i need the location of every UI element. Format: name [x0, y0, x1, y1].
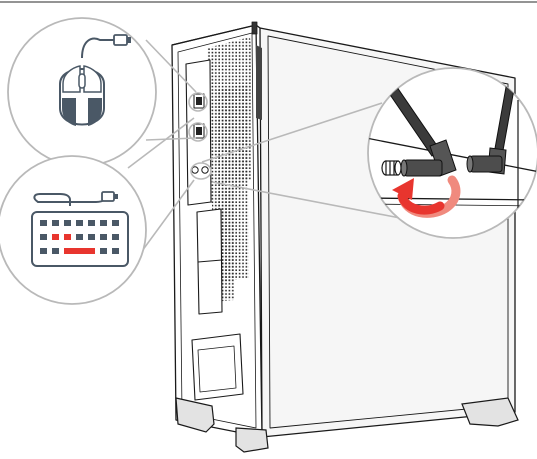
keyboard-callout: [0, 156, 146, 304]
antenna-connector-zoom: [382, 161, 401, 175]
antenna-connector-right: [202, 167, 208, 173]
mouse-callout: [8, 18, 156, 166]
foot-front-left: [236, 428, 268, 452]
